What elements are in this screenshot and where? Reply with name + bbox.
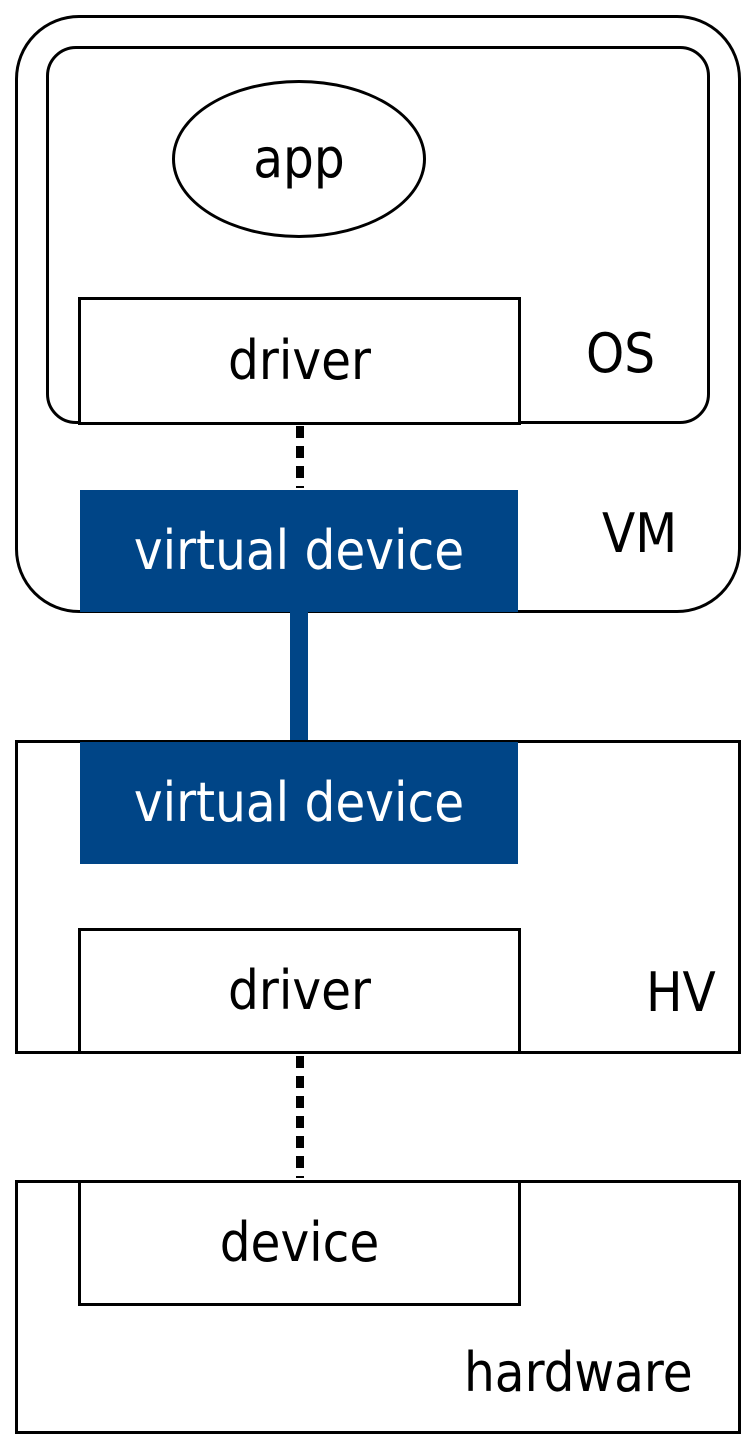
hardware-label: hardware bbox=[464, 1341, 693, 1404]
solid-connector-virtual-devices bbox=[290, 612, 308, 742]
hv-label: HV bbox=[646, 961, 716, 1024]
app-node bbox=[172, 80, 426, 238]
app-label: app bbox=[253, 127, 345, 190]
dashed-connector-os-driver bbox=[296, 426, 304, 488]
vm-label: VM bbox=[602, 502, 678, 565]
hv-driver-box bbox=[78, 928, 521, 1054]
vm-virtual-device-label: virtual device bbox=[133, 519, 465, 582]
device-box bbox=[78, 1180, 521, 1306]
os-label: OS bbox=[586, 322, 656, 385]
device-label: device bbox=[219, 1211, 380, 1274]
hv-virtual-device-box bbox=[80, 742, 518, 864]
dashed-connector-hv-driver bbox=[296, 1056, 304, 1178]
hv-driver-label: driver bbox=[228, 959, 371, 1022]
hv-virtual-device-label: virtual device bbox=[133, 771, 465, 834]
os-driver-label: driver bbox=[228, 329, 371, 392]
os-driver-box bbox=[78, 297, 521, 425]
vm-virtual-device-box bbox=[80, 490, 518, 612]
